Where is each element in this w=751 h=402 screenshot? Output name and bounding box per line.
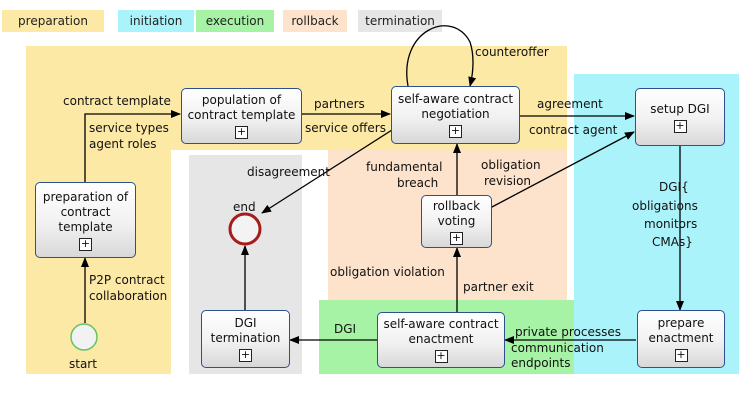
edge-preparation-to-population xyxy=(84,110,181,182)
label-dgi-open: DGI{ xyxy=(659,180,689,194)
task-self-aware-contract-negotiation[interactable]: self-aware contract negotiation + xyxy=(391,86,520,144)
expand-icon[interactable]: + xyxy=(434,349,448,363)
label-private-processes: private processes xyxy=(515,325,621,339)
label-counteroffer: counteroffer xyxy=(475,45,549,59)
edge-counteroffer-loop xyxy=(406,25,477,87)
label-fundamental: fundamental xyxy=(366,160,443,174)
task-label: self-aware contract enactment xyxy=(383,317,499,346)
label-obligation: obligation xyxy=(481,158,541,172)
task-population-of-contract-template[interactable]: population of contract template + xyxy=(181,88,302,144)
label-monitors: monitors xyxy=(644,217,698,231)
task-label: setup DGI xyxy=(650,101,710,116)
task-setup-dgi[interactable]: setup DGI + xyxy=(635,88,725,146)
edge-negotiation-to-end xyxy=(261,129,393,214)
label-breach: breach xyxy=(397,176,439,190)
expand-icon[interactable]: + xyxy=(673,118,687,133)
expand-icon[interactable]: + xyxy=(674,348,688,362)
label-service-types: service types xyxy=(89,121,169,135)
task-label: DGI termination xyxy=(210,316,281,345)
label-agreement: agreement xyxy=(537,97,603,111)
task-label: prepare enactment xyxy=(648,316,714,345)
label-agent-roles: agent roles xyxy=(89,137,157,151)
task-rollback-voting[interactable]: rollback voting + xyxy=(421,195,492,248)
label-communication: communication xyxy=(511,341,604,355)
start-event xyxy=(70,323,98,351)
label-endpoints: endpoints xyxy=(511,356,571,370)
task-label: self-aware contract negotiation xyxy=(397,92,514,121)
task-label: population of contract template xyxy=(187,93,296,122)
task-prepare-enactment[interactable]: prepare enactment + xyxy=(637,310,725,368)
expand-icon[interactable]: + xyxy=(79,236,92,251)
legend-termination: termination xyxy=(358,10,442,32)
legend-rollback: rollback xyxy=(283,10,347,32)
expand-icon[interactable]: + xyxy=(239,348,252,362)
label-contract-template: contract template xyxy=(63,94,171,108)
expand-icon[interactable]: + xyxy=(449,124,462,138)
label-contract-agent: contract agent xyxy=(529,123,618,137)
task-self-aware-contract-enactment[interactable]: self-aware contract enactment + xyxy=(377,312,505,368)
task-label: preparation of contract template xyxy=(42,189,129,234)
label-collaboration: collaboration xyxy=(89,289,168,303)
label-obligations: obligations xyxy=(632,199,698,213)
label-cmas: CMAs} xyxy=(652,235,693,249)
task-preparation-of-contract-template[interactable]: preparation of contract template + xyxy=(35,182,136,258)
task-dgi-termination[interactable]: DGI termination + xyxy=(201,310,290,368)
legend-initiation: initiation xyxy=(118,10,194,32)
label-disagreement: disagreement xyxy=(247,165,330,179)
end-label: end xyxy=(233,200,256,214)
legend-preparation: preparation xyxy=(2,10,104,32)
edge-rollback-to-setup xyxy=(489,131,635,209)
task-label: rollback voting xyxy=(432,198,481,228)
label-partners: partners xyxy=(314,97,365,111)
legend-execution: execution xyxy=(196,10,274,32)
label-obligation-violation: obligation violation xyxy=(330,265,445,279)
label-partner-exit: partner exit xyxy=(463,280,534,294)
label-p2p-contract: P2P contract xyxy=(89,273,165,287)
start-label: start xyxy=(69,357,97,371)
label-dgi: DGI xyxy=(334,322,357,336)
label-service-offers: service offers xyxy=(305,121,386,135)
expand-icon[interactable]: + xyxy=(235,125,248,139)
end-event xyxy=(228,212,262,246)
expand-icon[interactable]: + xyxy=(450,230,463,245)
label-revision: revision xyxy=(484,174,532,188)
